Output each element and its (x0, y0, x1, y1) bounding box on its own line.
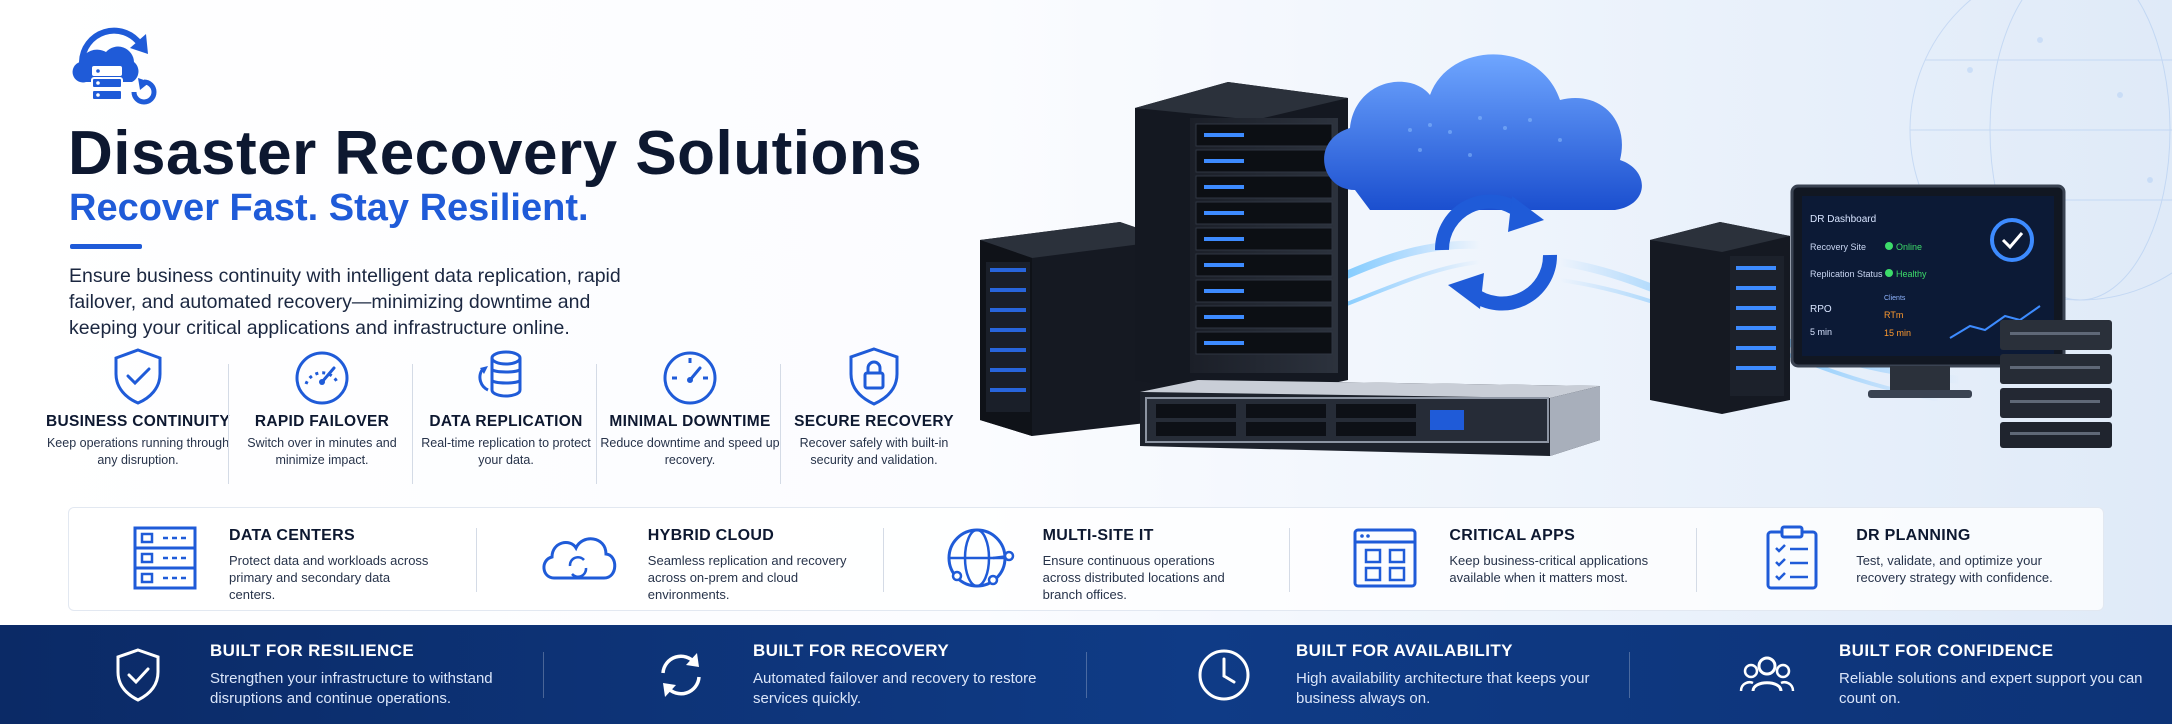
globe-network-icon (947, 528, 1014, 588)
feature-secure-recovery: SECURE RECOVERY Recover safely with buil… (780, 346, 966, 496)
cloud-sync-graphic (1324, 54, 1642, 311)
feature-business-continuity: BUSINESS CONTINUITY Keep operations runn… (46, 346, 230, 496)
benefits-band: BUILT FOR RESILIENCE Strengthen your inf… (0, 625, 2172, 724)
clipboard-checklist-icon (1766, 525, 1818, 590)
benefit-recovery: BUILT FOR RECOVERY Automated failover an… (543, 625, 1086, 724)
feature-title: RAPID FAILOVER (254, 413, 390, 430)
clock-icon (1198, 649, 1250, 700)
feature-row: BUSINESS CONTINUITY Keep operations runn… (46, 346, 966, 496)
feature-data-replication: DATA REPLICATION Real-time replication t… (412, 346, 598, 496)
benefit-text: Automated failover and recovery to resto… (753, 669, 1037, 707)
title-underline (70, 244, 142, 249)
gauge-icon (663, 351, 717, 405)
feature-title: DATA REPLICATION (429, 413, 583, 430)
speedometer-icon (295, 351, 349, 405)
benefit-availability: BUILT FOR AVAILABILITY High availability… (1086, 625, 1629, 724)
use-case-title: HYBRID CLOUD (647, 527, 775, 544)
use-case-text: Seamless replication and recovery across… (647, 553, 847, 602)
shield-check-icon (114, 348, 162, 405)
use-case-text: Ensure continuous operations across dist… (1042, 553, 1225, 602)
use-case-title: CRITICAL APPS (1449, 527, 1576, 544)
hero-illustration: DR Dashboard Recovery Site Online Replic… (980, 0, 2172, 456)
use-case-data-centers: DATA CENTERS Protect data and workloads … (69, 508, 476, 610)
use-case-title: MULTI-SITE IT (1042, 527, 1154, 544)
database-sync-icon (478, 350, 522, 398)
server-rack-small (980, 222, 1172, 436)
rpo-label: RPO (1810, 304, 1832, 315)
benefit-text: Reliable solutions and expert support yo… (1839, 669, 2143, 707)
page-title: Disaster Recovery Solutions (68, 119, 923, 188)
benefit-title: BUILT FOR RECOVERY (753, 640, 950, 660)
server-rack-icon (133, 526, 197, 590)
feature-title: MINIMAL DOWNTIME (609, 413, 771, 430)
users-icon (1739, 656, 1795, 691)
recovery-site-value: Online (1896, 242, 1922, 252)
feature-text: Switch over in minutes and minimize impa… (247, 436, 397, 467)
use-case-dr-planning: DR PLANNING Test, validate, and optimize… (1696, 508, 2103, 610)
benefit-title: BUILT FOR CONFIDENCE (1839, 640, 2054, 660)
feature-rapid-failover: RAPID FAILOVER Switch over in minutes an… (228, 346, 414, 496)
benefit-resilience: BUILT FOR RESILIENCE Strengthen your inf… (0, 625, 543, 724)
benefit-text: Strengthen your infrastructure to withst… (210, 669, 493, 707)
benefit-title: BUILT FOR AVAILABILITY (1296, 640, 1513, 660)
storage-stack (2000, 320, 2112, 448)
use-case-text: Protect data and workloads across primar… (229, 553, 429, 602)
benefit-confidence: BUILT FOR CONFIDENCE Reliable solutions … (1629, 625, 2172, 724)
use-case-title: DATA CENTERS (229, 527, 355, 544)
page-subtitle: Recover Fast. Stay Resilient. (69, 187, 589, 229)
dashboard-title: DR Dashboard (1810, 214, 1876, 225)
use-case-critical-apps: CRITICAL APPS Keep business-critical app… (1289, 508, 1696, 610)
logo-icon (72, 27, 157, 105)
benefit-title: BUILT FOR RESILIENCE (210, 640, 415, 660)
rto-value: 15 min (1884, 328, 1911, 338)
use-case-multi-site-it: MULTI-SITE IT Ensure continuous operatio… (882, 508, 1290, 610)
rack-server-1u (1140, 380, 1600, 456)
shield-check-icon (116, 647, 160, 702)
feature-text: Reduce downtime and speed up recovery. (600, 436, 780, 467)
replication-status-value: Healthy (1896, 269, 1927, 279)
clients-label: Clients (1884, 295, 1906, 302)
replication-status-label: Replication Status (1810, 269, 1883, 279)
server-rack-right (1650, 222, 1790, 414)
feature-minimal-downtime: MINIMAL DOWNTIME Reduce downtime and spe… (596, 346, 782, 496)
hero-description: Ensure business continuity with intellig… (69, 265, 621, 339)
use-case-hybrid-cloud: HYBRID CLOUD Seamless replication and re… (475, 508, 883, 610)
feature-text: Recover safely with built-in security an… (799, 436, 949, 467)
use-case-text: Keep business-critical applications avai… (1449, 553, 1649, 585)
recovery-site-label: Recovery Site (1810, 242, 1866, 252)
benefit-text: High availability architecture that keep… (1296, 669, 1590, 707)
server-rack-tall (1135, 82, 1348, 400)
feature-title: SECURE RECOVERY (794, 413, 954, 430)
rto-label: RTm (1884, 310, 1903, 320)
use-case-text: Test, validate, and optimize your recove… (1856, 553, 2053, 585)
cloud-sync-icon (542, 537, 617, 580)
shield-lock-icon (849, 347, 899, 406)
refresh-icon (661, 652, 701, 697)
rpo-value: 5 min (1810, 327, 1832, 337)
feature-text: Keep operations running through any disr… (46, 436, 230, 467)
feature-title: BUSINESS CONTINUITY (46, 413, 230, 430)
app-window-icon (1353, 528, 1417, 588)
use-case-title: DR PLANNING (1856, 527, 1971, 544)
feature-text: Real-time replication to protect your da… (421, 436, 591, 467)
use-case-strip: DATA CENTERS Protect data and workloads … (68, 507, 2104, 611)
